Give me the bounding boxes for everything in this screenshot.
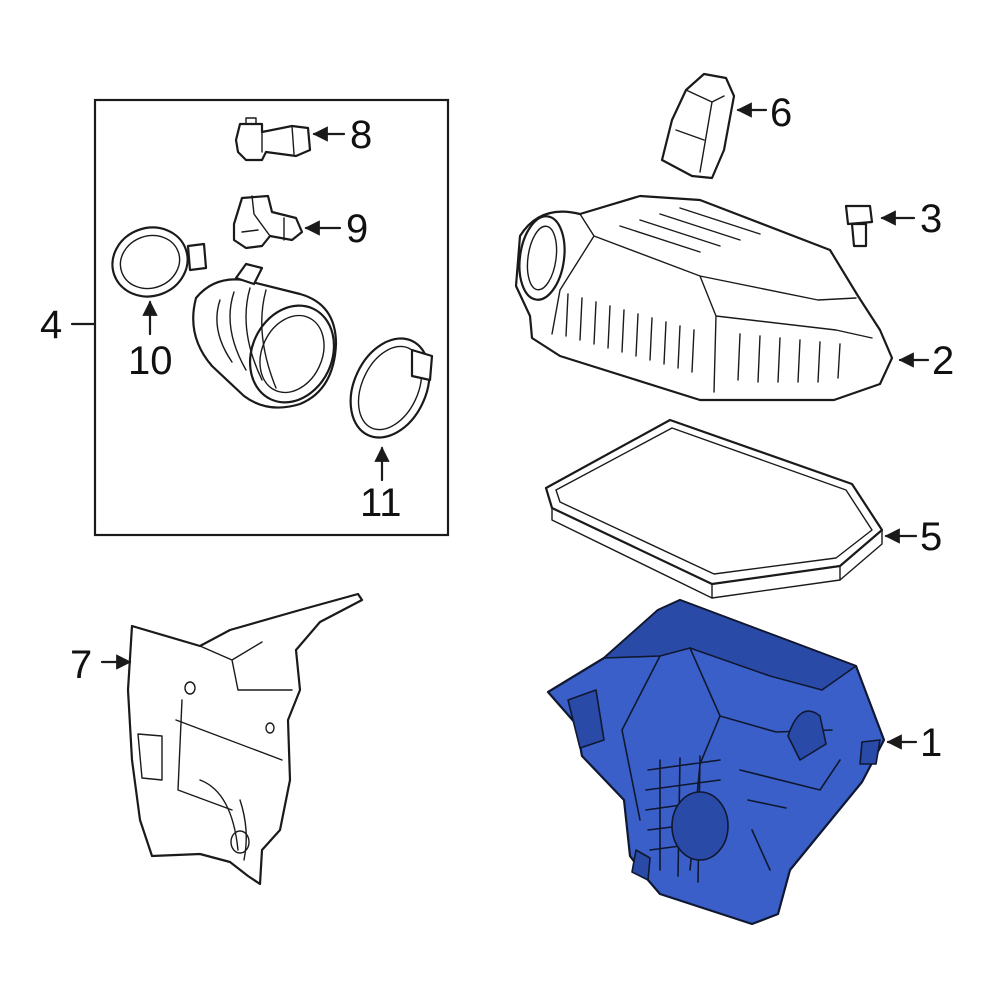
part-6-sensor[interactable] [660,72,736,180]
inset-box [93,98,450,537]
part-1-housing[interactable] [546,598,886,926]
part-9-sensor[interactable] [232,194,304,250]
part-10-clamp[interactable] [103,217,208,307]
part-4-intake-hose[interactable] [192,262,349,416]
leader-lines [70,102,930,750]
part-3-bolt[interactable] [844,204,874,248]
callout-8: 8 [350,113,372,157]
callout-labels: 1 2 3 4 5 6 7 8 9 10 11 [40,91,954,765]
callout-6: 6 [770,91,792,135]
callout-4: 4 [40,303,62,347]
callout-2: 2 [932,339,954,383]
part-7-bracket[interactable] [126,592,364,886]
callout-3: 3 [920,197,942,241]
callout-5: 5 [920,515,942,559]
part-2-cover[interactable] [514,194,894,402]
callout-11: 11 [360,481,402,525]
callout-1: 1 [920,721,942,765]
part-11-clamp[interactable] [335,326,444,451]
callout-7: 7 [70,643,92,687]
callout-9: 9 [346,207,368,251]
callout-10: 10 [128,339,173,383]
part-8-sensor[interactable] [234,117,312,162]
part-5-filter[interactable] [544,418,884,599]
